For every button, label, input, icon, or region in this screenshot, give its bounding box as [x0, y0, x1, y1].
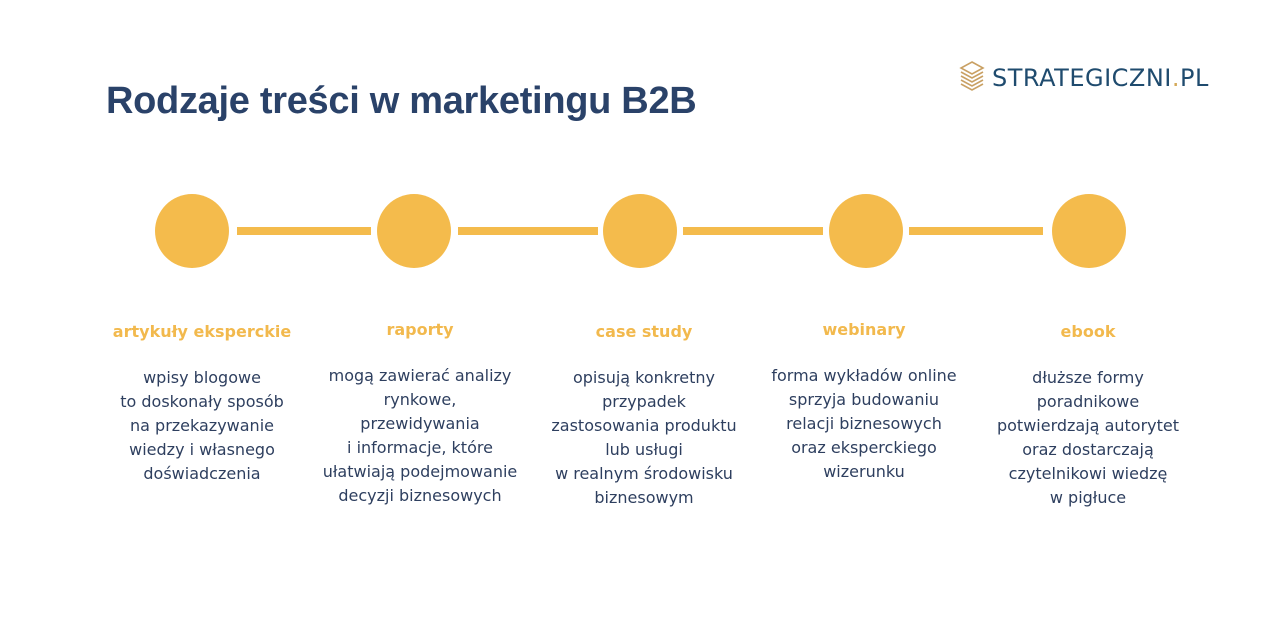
item-title: artykuły eksperckie	[112, 322, 292, 341]
timeline-node-2	[377, 194, 451, 268]
item-description: dłuższe formy poradnikowe potwierdzają a…	[996, 368, 1180, 507]
timeline-connector	[237, 227, 371, 235]
timeline-item: ebook dłuższe formy poradnikowe potwierd…	[978, 320, 1198, 510]
item-title: raporty	[386, 320, 454, 339]
item-description: mogą zawierać analizy rynkowe, przewidyw…	[322, 366, 518, 505]
stacked-diamond-logo-icon	[958, 60, 986, 96]
timeline-node-5	[1052, 194, 1126, 268]
item-title: case study	[595, 322, 693, 341]
timeline-connector	[683, 227, 823, 235]
timeline-connector	[458, 227, 598, 235]
timeline-item: case study opisują konkretny przypadek z…	[534, 320, 754, 510]
timeline-connector	[909, 227, 1043, 235]
item-description: wpisy blogowe to doskonały sposób na prz…	[120, 368, 284, 483]
item-description: opisują konkretny przypadek zastosowania…	[551, 368, 737, 507]
timeline-node-1	[155, 194, 229, 268]
brand-logo[interactable]: STRATEGICZNI.PL	[958, 60, 1209, 96]
item-description: forma wykładów online sprzyja budowaniu …	[771, 366, 957, 481]
item-title: ebook	[1060, 322, 1116, 341]
timeline-item: artykuły eksperckie wpisy blogowe to dos…	[92, 320, 312, 486]
item-title: webinary	[822, 320, 906, 339]
timeline-item: webinary forma wykładów online sprzyja b…	[754, 320, 974, 484]
timeline-item: raporty mogą zawierać analizy rynkowe, p…	[310, 320, 530, 508]
page-title: Rodzaje treści w marketingu B2B	[106, 80, 697, 122]
timeline-node-4	[829, 194, 903, 268]
timeline-node-3	[603, 194, 677, 268]
logo-text: STRATEGICZNI.PL	[992, 64, 1209, 92]
